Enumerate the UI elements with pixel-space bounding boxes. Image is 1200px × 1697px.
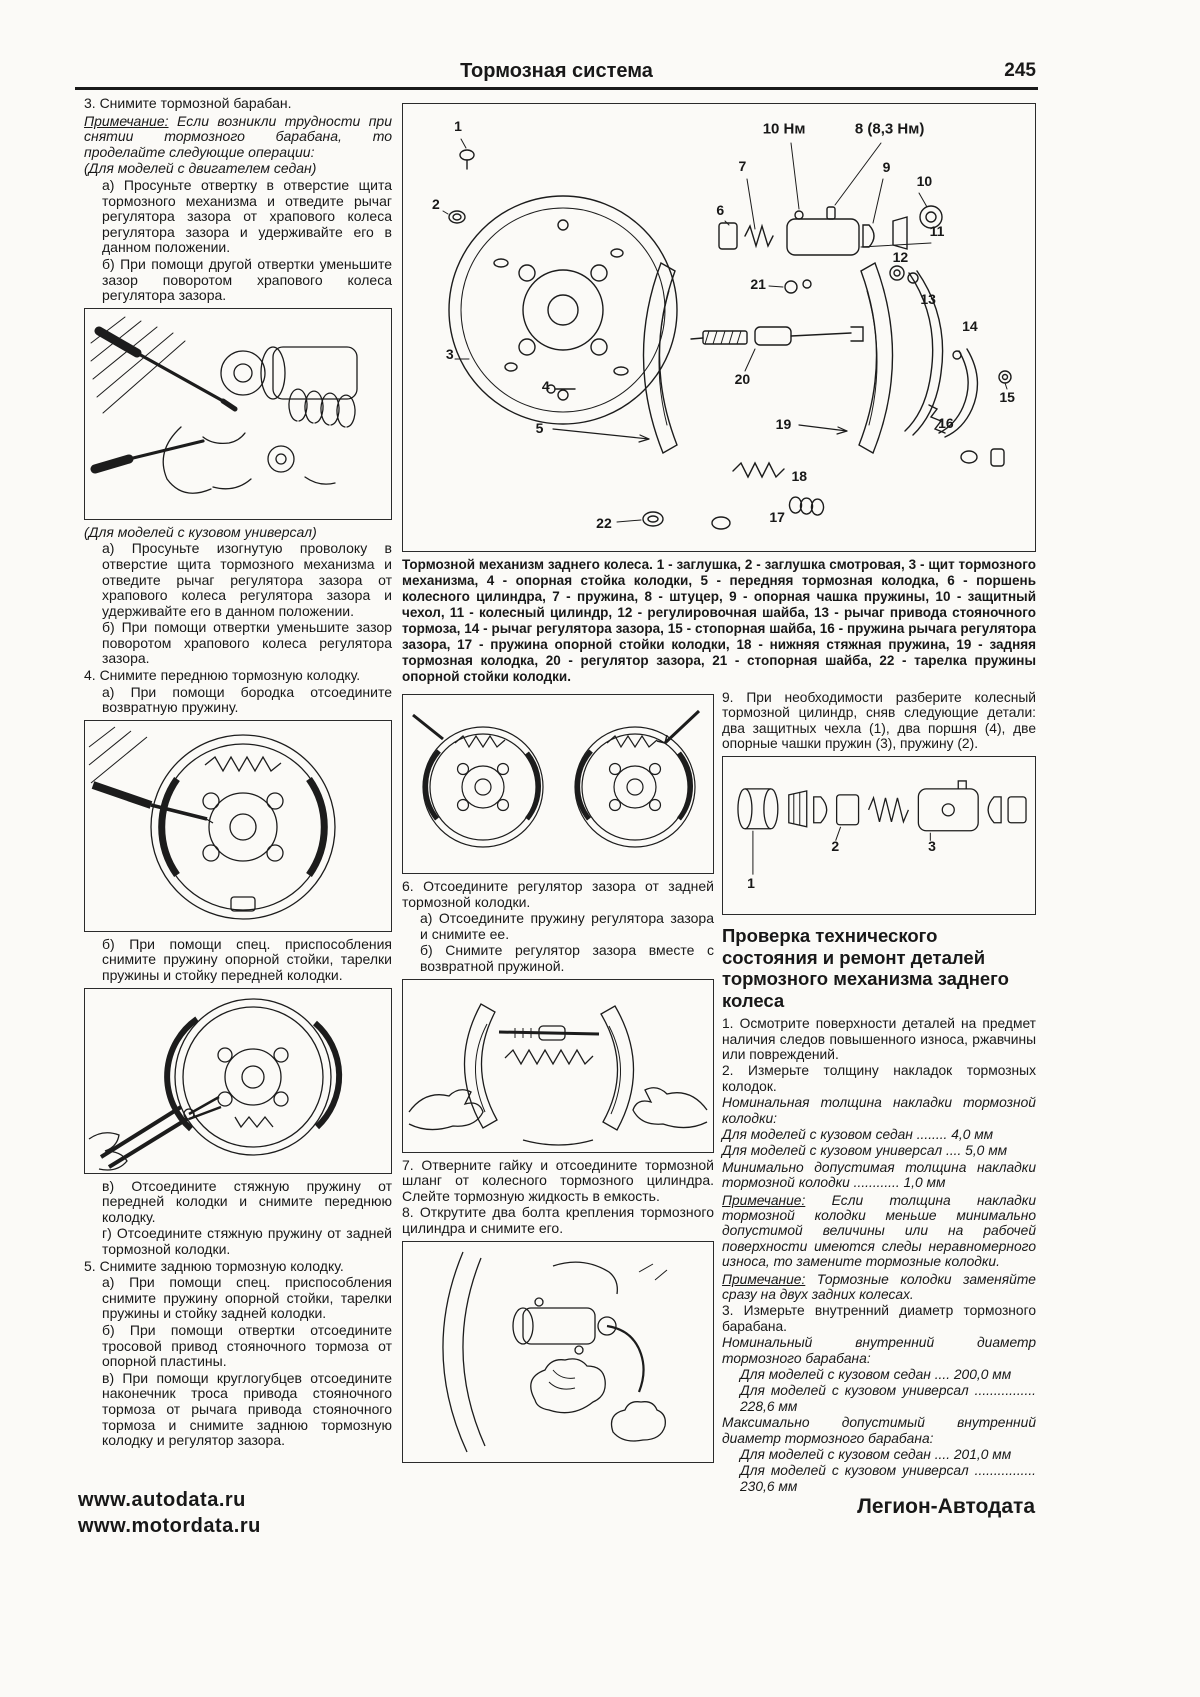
spec-line: Для моделей с кузовом седан .... 201,0 м…	[740, 1447, 1012, 1463]
left-column: 3. Снимите тормозной барабан.Примечание:…	[84, 95, 392, 1450]
substep-g: г) Отсоедините стяжную пружину от задней…	[102, 1225, 392, 1257]
text-block: 1. Осмотрите поверхности деталей на пред…	[722, 1016, 1036, 1494]
substep-a: а) При помощи бородка отсоедините возвра…	[102, 683, 392, 716]
substep-b: б) При помощи отвертки уменьшите зазор п…	[102, 619, 392, 667]
figure-adjuster-disconnect-illustration	[412, 709, 701, 848]
figure-adjuster-spring-removal	[402, 978, 714, 1153]
autodata-link: www.autodata.ru	[78, 1489, 246, 1511]
substep-a: а) Отсоедините пружину регулятора зазора…	[420, 910, 714, 942]
diagram-caption: Тормозной механизм заднего колеса. 1 - з…	[402, 557, 1036, 684]
figure-holddown-spring-removal	[84, 987, 392, 1174]
page-header: Тормозная система 245	[75, 58, 1038, 90]
note: Примечание: Если возникли трудности при …	[84, 112, 392, 160]
substep-v: в) Отсоедините стяжную пружину от передн…	[102, 1177, 392, 1225]
figure-return-spring-removal-illustration	[88, 726, 336, 920]
note: Примечание: Тормозные колодки заменяйте …	[722, 1271, 1036, 1303]
figure-brake-hose-disconnect	[402, 1240, 714, 1463]
check-step-3: 3. Измерьте внутренний диаметр тормозног…	[722, 1303, 1036, 1334]
step-9: 9. При необходимости разберите колесный …	[722, 690, 1036, 752]
spec-line: Для моделей с кузовом седан ........ 4,0…	[722, 1126, 994, 1142]
step-3: 3. Снимите тормозной барабан.	[84, 95, 292, 111]
figure-wheel-cylinder-parts-illustration	[737, 779, 1027, 875]
figure-holddown-spring-removal-illustration	[88, 997, 343, 1171]
spec-title: Максимально допустимый внутренний диамет…	[722, 1415, 1036, 1446]
figure-adjuster-screwdriver-illustration	[90, 316, 358, 494]
text-block: 9. При необходимости разберите колесный …	[722, 690, 1036, 752]
spec-title: Номинальный внутренний диаметр тормозног…	[722, 1335, 1036, 1366]
spec-line: Для моделей с кузовом универсал .... 5,0…	[722, 1143, 1008, 1159]
section-heading: Проверка технического состояния и ремонт…	[722, 925, 1009, 1011]
check-step-1: 1. Осмотрите поверхности деталей на пред…	[722, 1016, 1036, 1062]
variant-label: (Для моделей с кузовом универсал)	[84, 523, 317, 540]
note-label: Примечание:	[722, 1192, 806, 1208]
spec-line: Для моделей с кузовом седан .... 200,0 м…	[740, 1367, 1012, 1383]
check-step-2: 2. Измерьте толщину накладок тормозных к…	[722, 1063, 1036, 1094]
motordata-link: www.motordata.ru	[78, 1515, 261, 1537]
note: Примечание: Если толщина накладки тормоз…	[722, 1192, 1036, 1270]
center-column: 6. Отсоедините регулятор зазора от задне…	[402, 690, 714, 1495]
figure-adjuster-screwdriver	[84, 307, 392, 520]
page-title: Тормозная система	[460, 60, 653, 82]
figure-adjuster-disconnect	[402, 694, 714, 874]
substep-a: а) Просуньте отвертку в отверстие щита т…	[102, 176, 392, 256]
figure-return-spring-removal	[84, 719, 392, 932]
right-column: 9. При необходимости разберите колесный …	[722, 690, 1036, 1495]
note-label: Примечание:	[84, 112, 169, 129]
step-8: 8. Открутите два болта крепления тормозн…	[402, 1204, 714, 1236]
figure-brake-hose-disconnect-illustration	[442, 1251, 668, 1452]
text-block: 6. Отсоедините регулятор зазора от задне…	[402, 878, 714, 975]
page-number: 245	[1004, 60, 1036, 81]
text-block: в) Отсоедините стяжную пружину от передн…	[84, 1177, 392, 1449]
step-5: 5. Снимите заднюю тормозную колодку.	[84, 1257, 344, 1274]
text-block: (Для моделей с кузовом универсал)а) Прос…	[84, 523, 392, 716]
publisher-name: Легион-Автодата	[857, 1495, 1035, 1518]
substep-b: б) При помощи спец. приспособления сними…	[102, 935, 392, 984]
exploded-rear-brake-illustration	[442, 138, 1012, 530]
footer-links: www.autodata.ru www.motordata.ru	[78, 1487, 261, 1539]
spec-title: Номинальная толщина накладки тормозной к…	[722, 1095, 1036, 1126]
substep-b: б) Снимите регулятор зазора вместе с воз…	[420, 942, 714, 974]
substep-v: в) При помощи круглогубцев отсоедините н…	[102, 1369, 392, 1449]
text-block: б) При помощи спец. приспособления сними…	[84, 935, 392, 984]
substep-b: б) При помощи другой отвертки уменьшите …	[102, 255, 392, 304]
variant-label: (Для моделей с двигателем седан)	[84, 160, 317, 177]
spec-line: Для моделей с кузовом универсал ........…	[740, 1383, 1036, 1414]
substep-a: а) При помощи спец. приспособления сними…	[102, 1274, 392, 1322]
step-6: 6. Отсоедините регулятор зазора от задне…	[402, 878, 714, 910]
text-block: 3. Снимите тормозной барабан.Примечание:…	[84, 95, 392, 304]
figure-adjuster-spring-removal-illustration	[408, 1002, 708, 1146]
spec-line: Минимально допустимая толщина накладки т…	[722, 1159, 1036, 1191]
spec-line: Для моделей с кузовом универсал ........…	[740, 1463, 1036, 1494]
note-label: Примечание:	[722, 1271, 806, 1287]
substep-a: а) Просуньте изогнутую проволоку в отвер…	[102, 540, 392, 619]
text-block: 7. Отверните гайку и отсоедините тормозн…	[402, 1156, 714, 1237]
substep-b: б) При помощи отвертки отсоедините тросо…	[102, 1321, 392, 1370]
step-7: 7. Отверните гайку и отсоедините тормозн…	[402, 1156, 714, 1204]
step-4: 4. Снимите переднюю тормозную колодку.	[84, 667, 361, 684]
